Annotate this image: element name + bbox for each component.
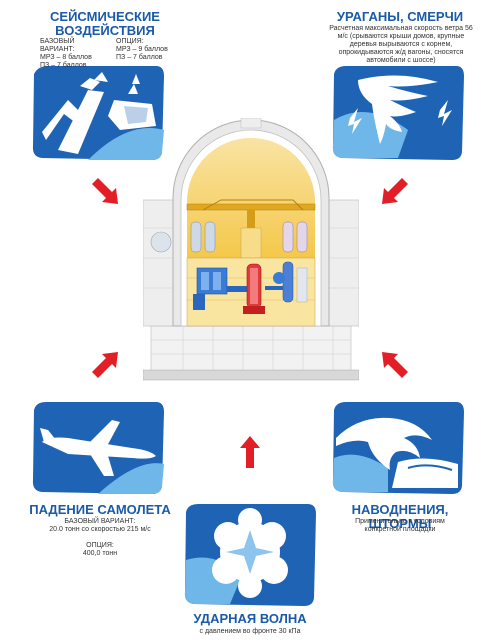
flood-title: НАВОДНЕНИЯ, ШТОРМЫ	[351, 502, 449, 531]
flood-panel	[328, 398, 468, 498]
hurricane-title: УРАГАНЫ, СМЕРЧИ	[336, 9, 464, 24]
hurricane-desc-line4: опрокидываются ж/д вагоны, сносятся	[338, 49, 464, 56]
hurricane-panel	[328, 60, 468, 165]
plane-base-label: БАЗОВЫЙ ВАРИАНТ:	[64, 518, 136, 525]
arrow-plane	[88, 348, 122, 382]
plane-option-value: 400,0 тонн	[82, 550, 118, 557]
plane-title: ПАДЕНИЕ САМОЛЕТА	[29, 502, 171, 517]
flood-desc-line2: конкретной площадки	[364, 526, 436, 533]
arrow-shockwave	[238, 434, 262, 468]
reactor-building	[143, 118, 359, 382]
seismic-base-label: БАЗОВЫЙ ВАРИАНТ:	[40, 38, 75, 53]
plane-desc: БАЗОВЫЙ ВАРИАНТ: 20.0 тонн со скоростью …	[20, 518, 180, 558]
seismic-option-label: ОПЦИЯ:	[116, 38, 144, 45]
plane-panel	[28, 398, 168, 498]
hurricane-desc-line1: Расчетная максимальная скорость ветра 56	[329, 25, 473, 32]
seismic-panel	[28, 60, 168, 165]
airplane-icon	[32, 402, 165, 494]
flood-desc: Применительно к условиям конкретной площ…	[320, 518, 480, 534]
seismic-title-line2: ВОЗДЕЙСТВИЯ	[55, 23, 155, 38]
shockwave-title: УДАРНАЯ ВОЛНА	[193, 611, 307, 626]
hurricane-desc-line2: м/с (срываются крыши домов, крупные	[337, 33, 465, 40]
hurricane-desc-line3: деревья вырываются с корнем,	[349, 41, 453, 48]
shockwave-desc: с давлением во фронте 30 кПа	[199, 628, 301, 635]
seismic-option-pz: ПЗ – 7 баллов	[116, 54, 163, 61]
arrow-hurricane	[378, 174, 412, 208]
hurricane-desc: Расчетная максимальная скорость ветра 56…	[318, 25, 484, 65]
flood-desc-line1: Применительно к условиям	[355, 518, 445, 525]
explosion-icon	[184, 504, 316, 606]
seismic-title: СЕЙСМИЧЕСКИЕ ВОЗДЕЙСТВИЯ	[30, 10, 180, 38]
earthquake-road-icon	[32, 66, 165, 160]
hurricane-desc-line5: автомобили с шоссе)	[366, 57, 436, 64]
plane-base-value: 20.0 тонн со скоростью 215 м/с	[49, 526, 151, 533]
plane-option-label: ОПЦИЯ:	[86, 542, 114, 549]
tornado-icon	[332, 66, 464, 160]
arrow-seismic	[88, 174, 122, 208]
shockwave-panel	[180, 500, 320, 610]
seismic-base-pz: ПЗ – 7 баллов	[40, 62, 87, 69]
seismic-option: ОПЦИЯ: МРЗ – 9 баллов ПЗ – 7 баллов	[116, 38, 176, 62]
seismic-base-mrz: МРЗ – 8 баллов	[40, 54, 92, 61]
arrow-flood	[378, 348, 412, 382]
seismic-option-mrz: МРЗ – 9 баллов	[116, 46, 168, 53]
seismic-base: БАЗОВЫЙ ВАРИАНТ: МРЗ – 8 баллов ПЗ – 7 б…	[40, 38, 110, 70]
wave-icon	[332, 402, 464, 494]
seismic-title-line1: СЕЙСМИЧЕСКИЕ	[50, 9, 160, 24]
